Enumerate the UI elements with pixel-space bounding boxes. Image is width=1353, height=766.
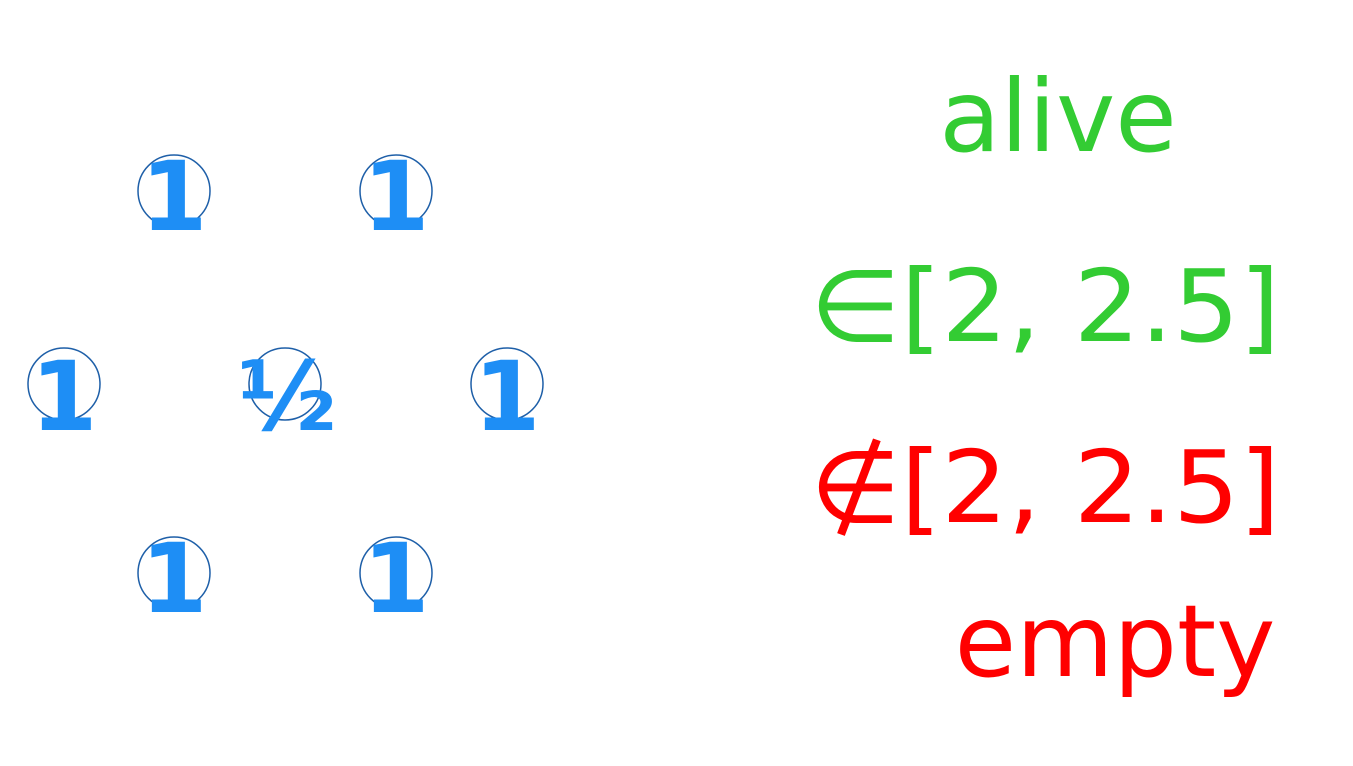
neighbor-weight-label: 1 [474, 341, 541, 453]
empty-label: empty [955, 583, 1276, 700]
neighbor-cell-top-left: 1 [137, 141, 211, 253]
neighbor-weight-label: 1 [31, 341, 98, 453]
cell-circle [359, 154, 433, 228]
center-cell: ½ [237, 341, 336, 453]
cell-circle [248, 347, 322, 421]
empty-condition: ∉[2, 2.5] [810, 429, 1280, 546]
neighbor-cell-bottom-left: 1 [137, 523, 211, 635]
cell-circle [470, 347, 544, 421]
neighbor-cell-top-right: 1 [359, 141, 433, 253]
cell-circle [27, 347, 101, 421]
cell-circle [137, 154, 211, 228]
neighbor-weight-label: 1 [141, 141, 208, 253]
cell-circle [359, 536, 433, 610]
alive-condition: ∈[2, 2.5] [810, 248, 1280, 365]
cell-circle [137, 536, 211, 610]
neighbor-weight-label: 1 [141, 523, 208, 635]
center-weight-label: ½ [237, 341, 336, 453]
neighbor-cell-right: 1 [470, 341, 544, 453]
neighbor-cell-left: 1 [27, 341, 101, 453]
neighbor-weight-label: 1 [363, 141, 430, 253]
neighbor-cell-bottom-right: 1 [359, 523, 433, 635]
neighbor-weight-label: 1 [363, 523, 430, 635]
alive-label: alive [939, 58, 1177, 175]
